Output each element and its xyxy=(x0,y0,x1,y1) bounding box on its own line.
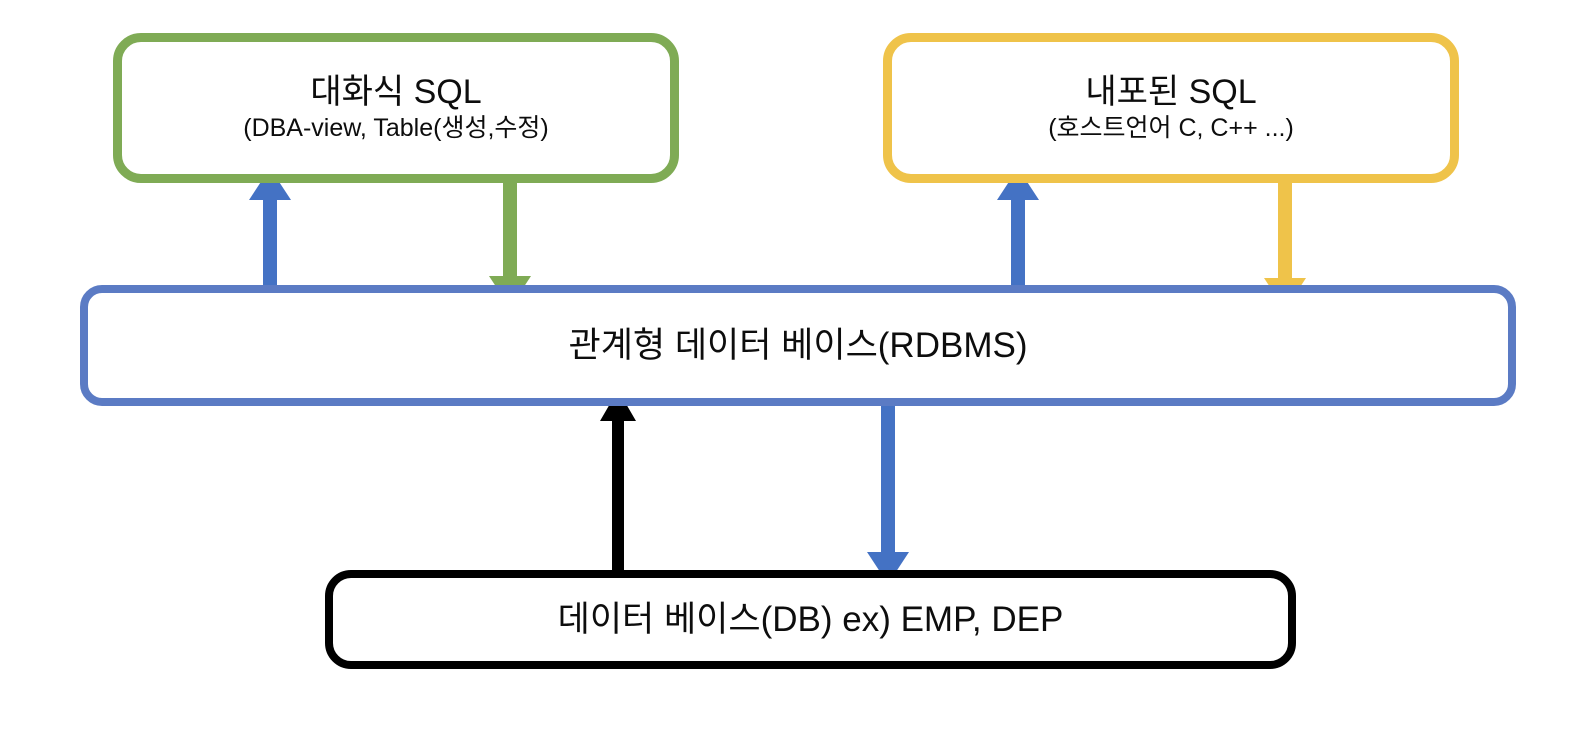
node-embedded-sql-title: 내포된 SQL xyxy=(1085,73,1257,112)
node-interactive-sql[interactable]: 대화식 SQL (DBA-view, Table(생성,수정) xyxy=(113,33,679,183)
connector-rdbms-to-database xyxy=(862,396,914,584)
node-database[interactable]: 데이터 베이스(DB) ex) EMP, DEP xyxy=(325,570,1296,669)
node-rdbms[interactable]: 관계형 데이터 베이스(RDBMS) xyxy=(80,285,1516,406)
node-interactive-sql-subtitle: (DBA-view, Table(생성,수정) xyxy=(243,114,549,143)
node-rdbms-title: 관계형 데이터 베이스(RDBMS) xyxy=(568,325,1028,365)
connector-rdbms-to-embedded-sql xyxy=(992,168,1044,303)
node-database-title: 데이터 베이스(DB) ex) EMP, DEP xyxy=(557,599,1064,639)
node-embedded-sql-subtitle: (호스트언어 C, C++ ...) xyxy=(1048,114,1294,143)
connector-rdbms-to-interactive-sql xyxy=(244,168,296,303)
node-embedded-sql[interactable]: 내포된 SQL (호스트언어 C, C++ ...) xyxy=(883,33,1459,183)
connector-database-to-rdbms xyxy=(594,390,642,580)
node-interactive-sql-title: 대화식 SQL xyxy=(310,73,482,112)
